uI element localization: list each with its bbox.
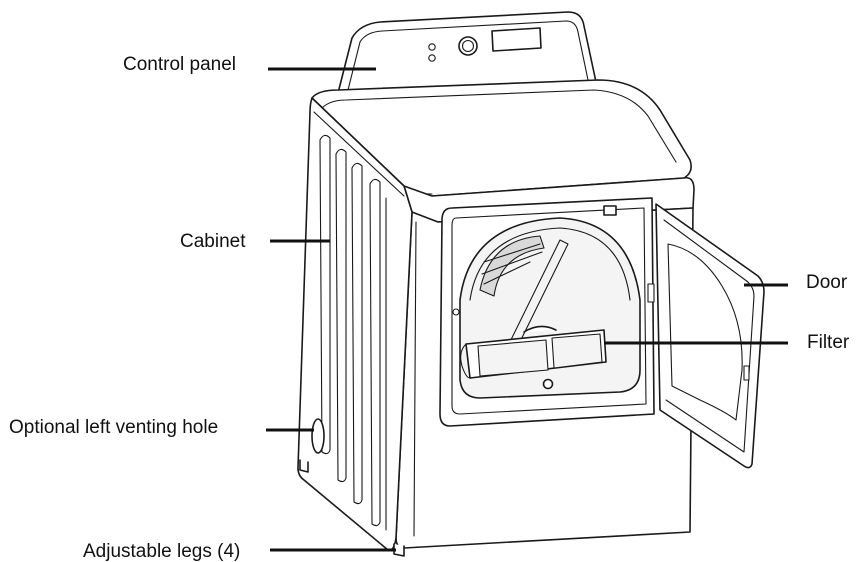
door-latch [603, 205, 617, 216]
filter-drawing [460, 325, 607, 379]
door-hinge-top [647, 283, 655, 303]
cabinet-side [297, 97, 413, 557]
leader-lines [266, 67, 788, 552]
indicator-button-top [428, 43, 436, 51]
cabinet-rib-3 [351, 162, 363, 505]
cabinet-rib-2 [335, 148, 347, 483]
door-opening [439, 197, 655, 427]
cycle-knob [458, 36, 478, 56]
label-adjustable-legs: Adjustable legs (4) [83, 541, 241, 562]
label-cabinet: Cabinet [180, 231, 246, 252]
door-drawing [647, 203, 765, 469]
display-window [491, 27, 542, 52]
label-filter: Filter [807, 332, 850, 353]
label-control-panel: Control panel [123, 54, 237, 75]
door-hinge-bottom [743, 365, 750, 381]
door-sensor [542, 378, 554, 390]
indicator-button-bottom [428, 54, 436, 62]
label-optional-left-venting-hole: Optional left venting hole [9, 417, 219, 438]
control-panel-drawing [337, 11, 597, 94]
venting-hole [311, 418, 325, 454]
label-door: Door [806, 272, 848, 293]
cabinet-rib-4 [369, 178, 381, 527]
cabinet-rib-1 [319, 134, 331, 455]
drum-perforations [479, 235, 545, 297]
left-leg [299, 459, 309, 473]
